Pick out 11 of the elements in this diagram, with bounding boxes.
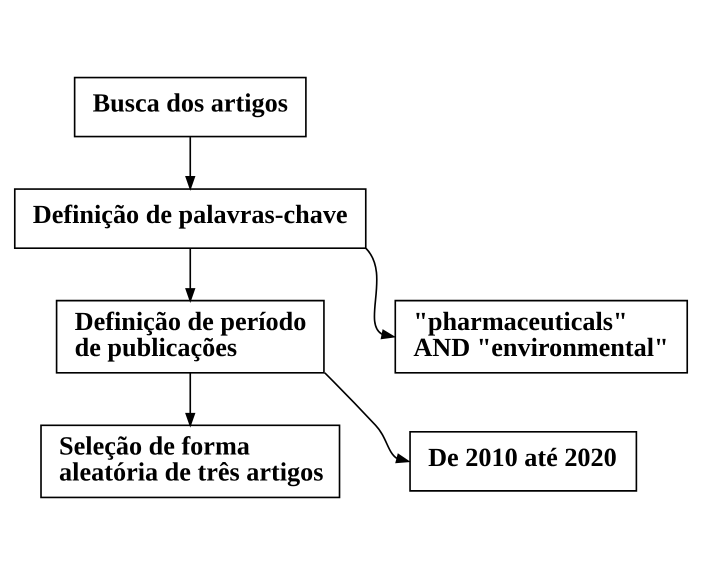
arrow (185, 372, 196, 428)
node-box: Definição de palavras-chave (14, 188, 367, 248)
node-box: Busca dos artigos (74, 76, 307, 137)
arrow (365, 247, 396, 339)
node-box: Definição de período de publicações (56, 299, 325, 374)
arrow (324, 372, 411, 463)
node-box: De 2010 até 2020 (409, 430, 638, 492)
arrow (185, 248, 196, 302)
node-box: "pharmaceuticals" AND "environmental" (394, 299, 688, 374)
node-box: Seleção de forma aleatória de três artigos (40, 424, 340, 498)
arrow (185, 136, 196, 190)
